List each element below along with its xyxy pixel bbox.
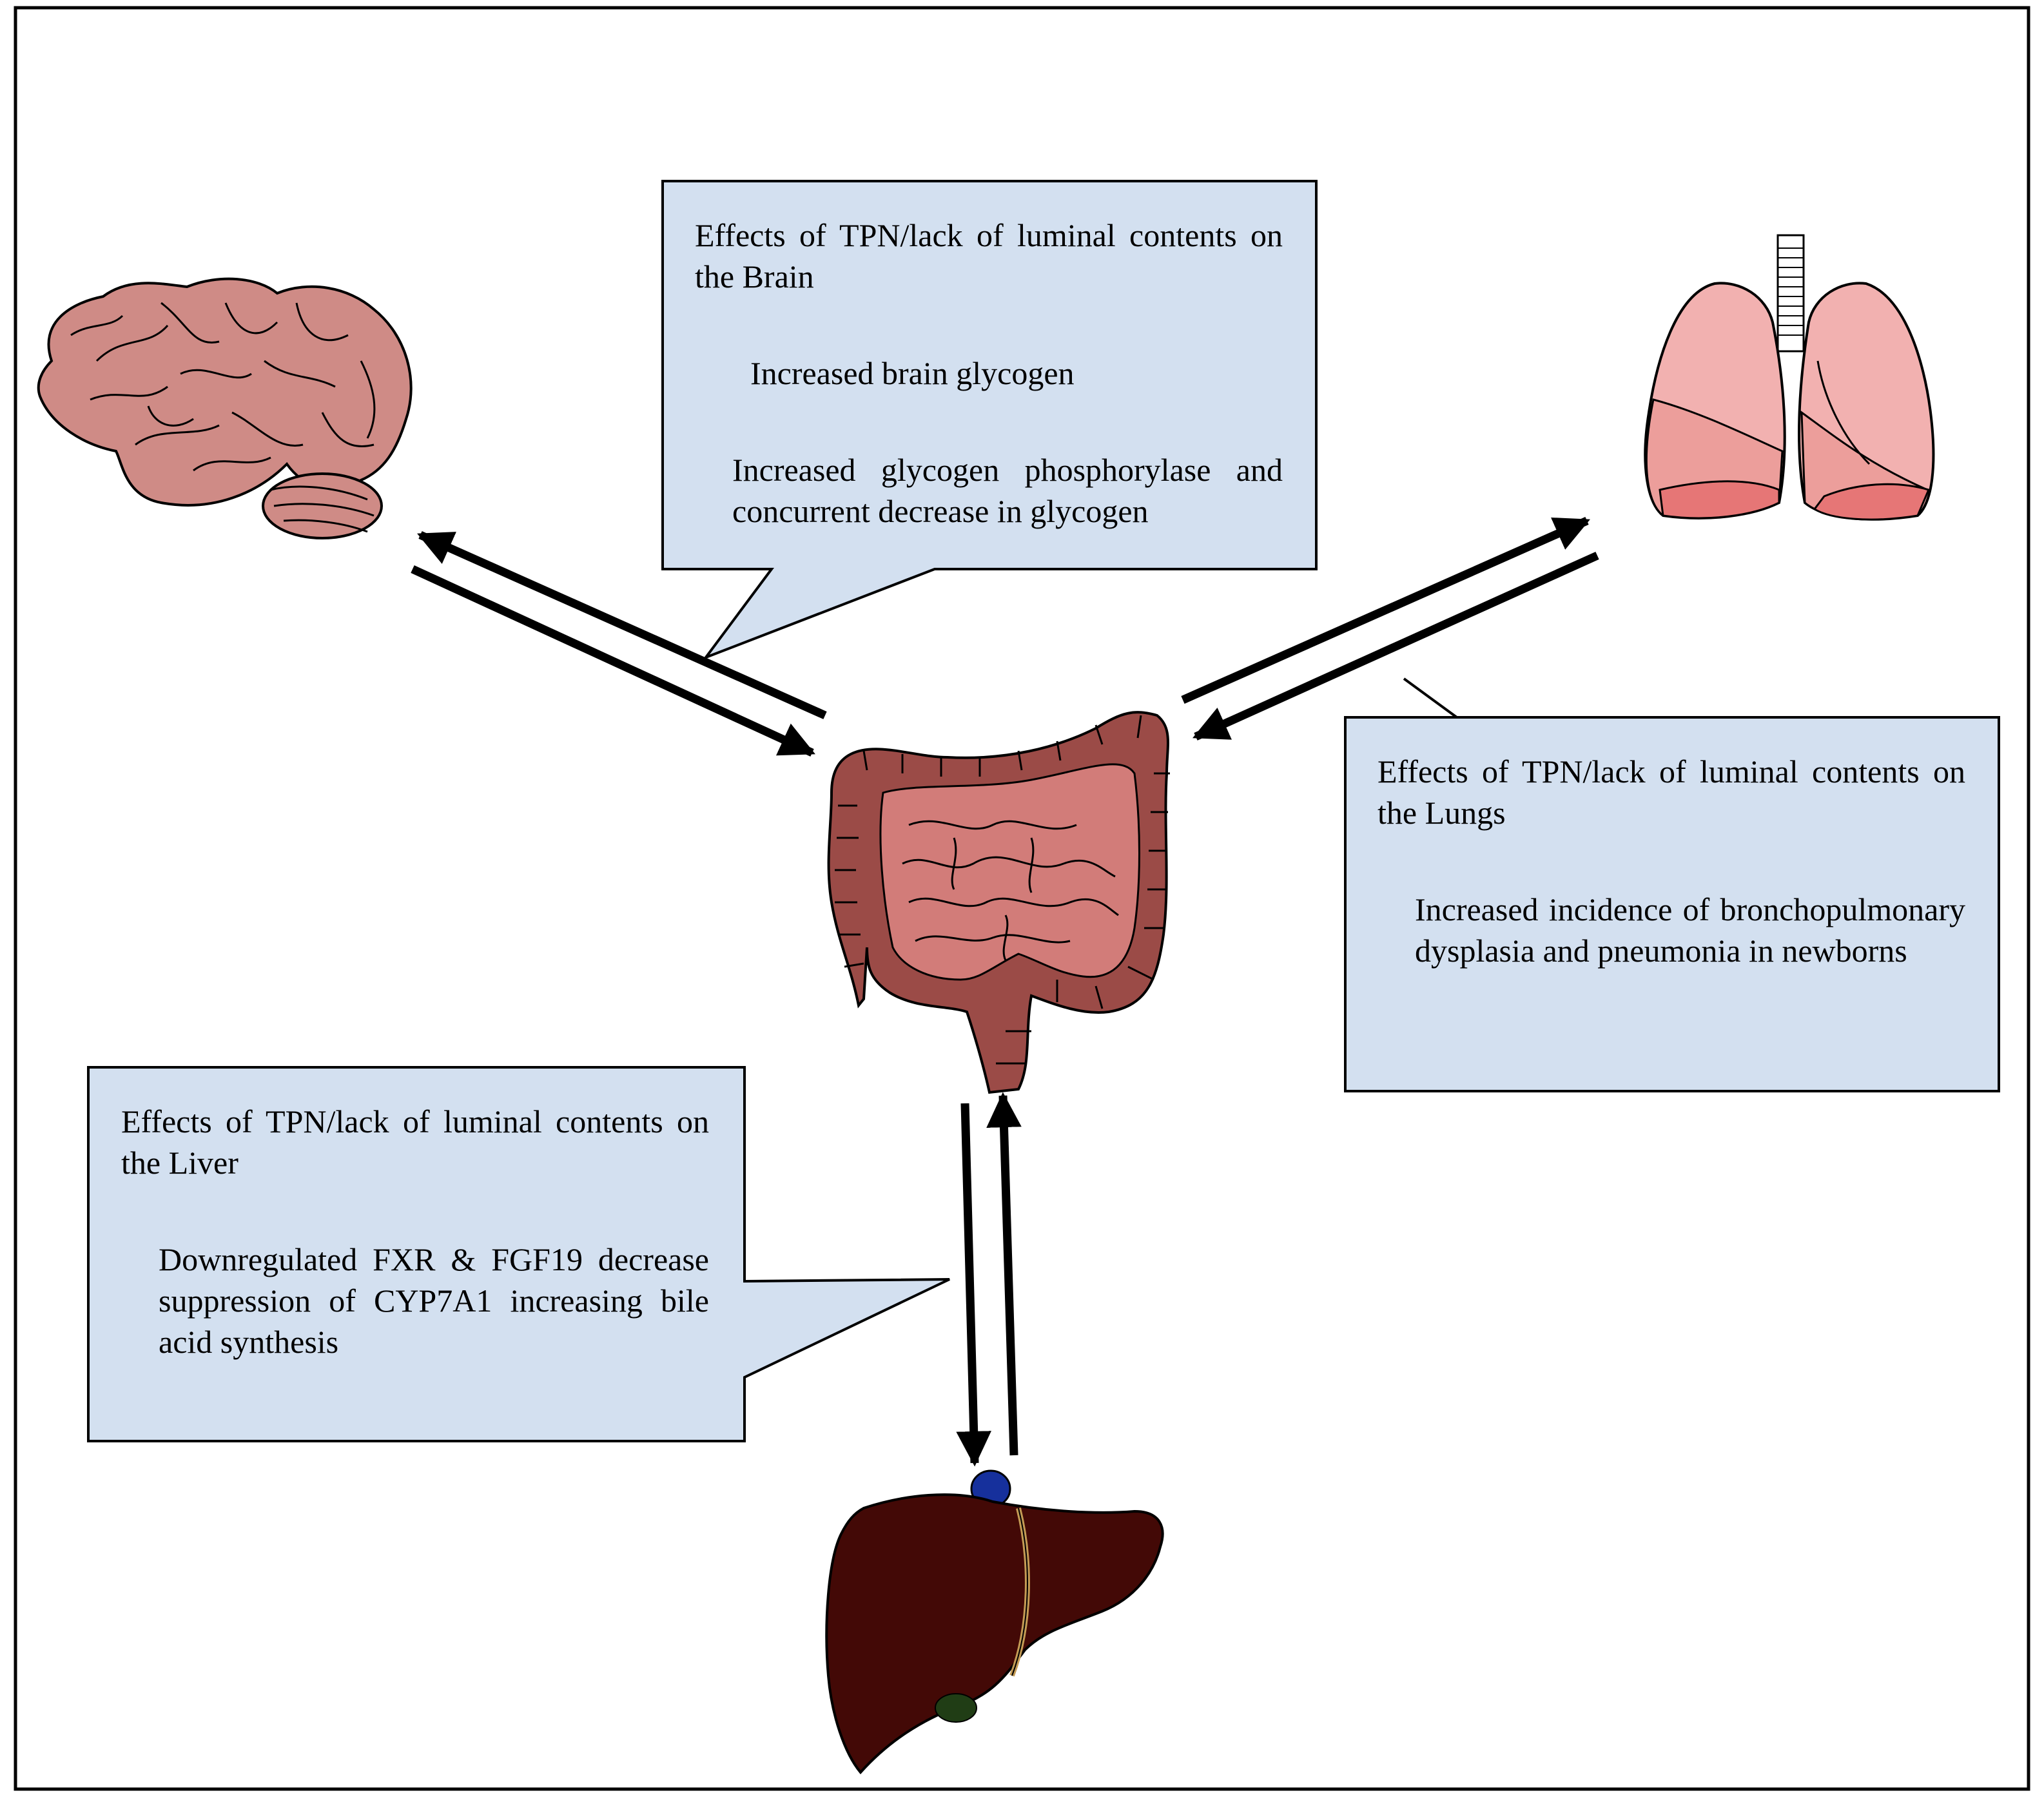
lungs-icon [1644,234,1935,521]
arrow-intestine-to-brain [417,531,827,719]
arrow-lungs-to-intestine [1192,552,1599,741]
lungs-callout-heading: Effects of TPN/lack of luminal contents … [1377,753,1965,831]
brain-callout: Effects of TPN/lack of luminal contents … [695,215,1283,587]
intestine-icon [827,711,1170,1094]
brain-callout-item: Increased glycogen phosphorylase and con… [732,452,1283,529]
brain-callout-heading: Effects of TPN/lack of luminal contents … [695,217,1283,295]
brain-icon [37,277,413,539]
lungs-callout: Effects of TPN/lack of luminal contents … [1377,751,1965,1027]
arrow-brain-to-intestine [411,565,815,757]
liver-icon [825,1469,1164,1775]
liver-callout: Effects of TPN/lack of luminal contents … [121,1101,709,1418]
liver-callout-heading: Effects of TPN/lack of luminal contents … [121,1103,709,1181]
brain-callout-item: Increased brain glycogen [750,355,1075,391]
lungs-callout-box [1344,677,2000,1092]
arrow-intestine-to-lungs [1181,517,1590,704]
liver-callout-item: Downregulated FXR & FGF19 decrease suppr… [159,1241,709,1360]
liver-callout-box [87,1066,950,1442]
brain-callout-box [661,180,1318,661]
outer-frame [14,6,2030,1791]
arrow-intestine-to-liver [956,1103,991,1467]
arrow-liver-to-intestine [986,1092,1022,1456]
lungs-callout-item: Increased incidence of bronchopulmonary … [1415,891,1965,969]
